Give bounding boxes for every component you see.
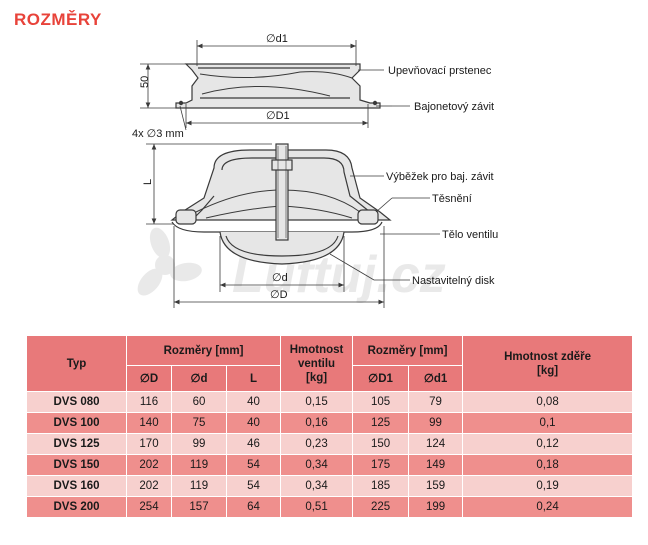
cell-hmotnost-zdere: 0,08: [462, 391, 634, 413]
header-D1: ∅D1: [352, 365, 410, 392]
cell-hmotnost-ventilu: 0,34: [280, 475, 354, 497]
header-typ: Typ: [26, 335, 127, 392]
callout-valve-body: Tělo ventilu: [442, 229, 498, 241]
cell-typ: DVS 200: [26, 496, 127, 518]
dim-height-label: 50: [139, 76, 151, 88]
cell-D: 170: [126, 433, 172, 455]
dim-d-label: ∅d: [272, 272, 288, 284]
cell-typ: DVS 125: [26, 433, 127, 455]
valve-body-drawing: [146, 143, 440, 308]
table-row: DVS 080 116 60 40 0,15 105 79 0,08: [26, 391, 634, 413]
section-heading: ROZMĚRY: [14, 10, 102, 29]
cell-typ: DVS 150: [26, 454, 127, 476]
header-rozmery-2: Rozměry [mm]: [352, 335, 464, 366]
header-d: ∅d: [171, 365, 227, 392]
dim-D-label: ∅D: [270, 289, 288, 301]
cell-D1: 105: [352, 391, 410, 413]
valve-technical-drawing: Luftuj.cz ∅d1 ∅D1 50 4x ∅3 mm Upevňovací: [132, 33, 498, 308]
cell-hmotnost-ventilu: 0,15: [280, 391, 354, 413]
cell-hmotnost-ventilu: 0,23: [280, 433, 354, 455]
cell-D1: 175: [352, 454, 410, 476]
cell-d1: 124: [408, 433, 464, 455]
cell-d: 75: [171, 412, 227, 434]
header-hmotnost-ventilu: Hmotnost ventilu [kg]: [280, 335, 354, 392]
table-row: DVS 150 202 119 54 0,34 175 149 0,18: [26, 454, 634, 476]
cell-hmotnost-zdere: 0,18: [462, 454, 634, 476]
header-rozmery-1: Rozměry [mm]: [125, 335, 282, 366]
cell-D: 202: [126, 454, 172, 476]
cell-hmotnost-zdere: 0,19: [462, 475, 634, 497]
cell-d: 119: [171, 454, 227, 476]
cell-D: 202: [126, 475, 172, 497]
cell-d: 119: [171, 475, 227, 497]
cell-d: 99: [171, 433, 227, 455]
table-row: DVS 200 254 157 64 0,51 225 199 0,24: [26, 496, 634, 518]
cell-L: 46: [225, 433, 282, 455]
dim-d1-label: ∅d1: [266, 33, 288, 45]
dim-D1-label: ∅D1: [266, 110, 290, 122]
cell-D: 140: [126, 412, 172, 434]
cell-L: 40: [225, 412, 282, 434]
cell-d1: 79: [408, 391, 464, 413]
cell-D1: 185: [352, 475, 410, 497]
cell-L: 64: [225, 496, 282, 518]
cell-D: 116: [126, 391, 172, 413]
header-D: ∅D: [126, 365, 172, 392]
dimensions-table: Typ Rozměry [mm] Hmotnost ventilu [kg] R…: [26, 335, 634, 518]
cell-D1: 150: [352, 433, 410, 455]
cell-hmotnost-zdere: 0,1: [462, 412, 634, 434]
header-d1: ∅d1: [408, 365, 464, 392]
cell-d1: 149: [408, 454, 464, 476]
cell-L: 54: [225, 475, 282, 497]
callout-bayonet-cutout: Výběžek pro baj. závit: [386, 171, 494, 183]
cell-D1: 125: [352, 412, 410, 434]
cell-d1: 99: [408, 412, 464, 434]
header-L: L: [225, 365, 282, 392]
table-row: DVS 125 170 99 46 0,23 150 124 0,12: [26, 433, 634, 455]
cell-d: 157: [171, 496, 227, 518]
cell-hmotnost-ventilu: 0,34: [280, 454, 354, 476]
table-row: DVS 100 140 75 40 0,16 125 99 0,1: [26, 412, 634, 434]
cell-d: 60: [171, 391, 227, 413]
cell-hmotnost-ventilu: 0,16: [280, 412, 354, 434]
callout-adjustable-disk: Nastavitelný disk: [412, 275, 495, 287]
dimensions-table-container: Typ Rozměry [mm] Hmotnost ventilu [kg] R…: [26, 335, 634, 518]
callout-fastening-ring: Upevňovací prstenec: [388, 65, 492, 77]
cell-d1: 199: [408, 496, 464, 518]
cell-typ: DVS 100: [26, 412, 127, 434]
cell-typ: DVS 080: [26, 391, 127, 413]
watermark-fan-icon: [137, 227, 202, 296]
holes-label: 4x ∅3 mm: [132, 128, 184, 140]
cell-hmotnost-zdere: 0,24: [462, 496, 634, 518]
callout-seal: Těsnění: [432, 193, 472, 205]
table-body: DVS 080 116 60 40 0,15 105 79 0,08 DVS 1…: [26, 391, 634, 518]
cell-hmotnost-zdere: 0,12: [462, 433, 634, 455]
table-row: DVS 160 202 119 54 0,34 185 159 0,19: [26, 475, 634, 497]
cell-D1: 225: [352, 496, 410, 518]
dim-L-label: L: [142, 179, 154, 185]
cell-L: 54: [225, 454, 282, 476]
header-hmotnost-zdere: Hmotnost zděře [kg]: [462, 335, 634, 392]
cell-D: 254: [126, 496, 172, 518]
cell-L: 40: [225, 391, 282, 413]
callout-bayonet-thread: Bajonetový závit: [414, 101, 494, 113]
fastening-ring-drawing: [140, 40, 410, 131]
cell-typ: DVS 160: [26, 475, 127, 497]
cell-d1: 159: [408, 475, 464, 497]
cell-hmotnost-ventilu: 0,51: [280, 496, 354, 518]
